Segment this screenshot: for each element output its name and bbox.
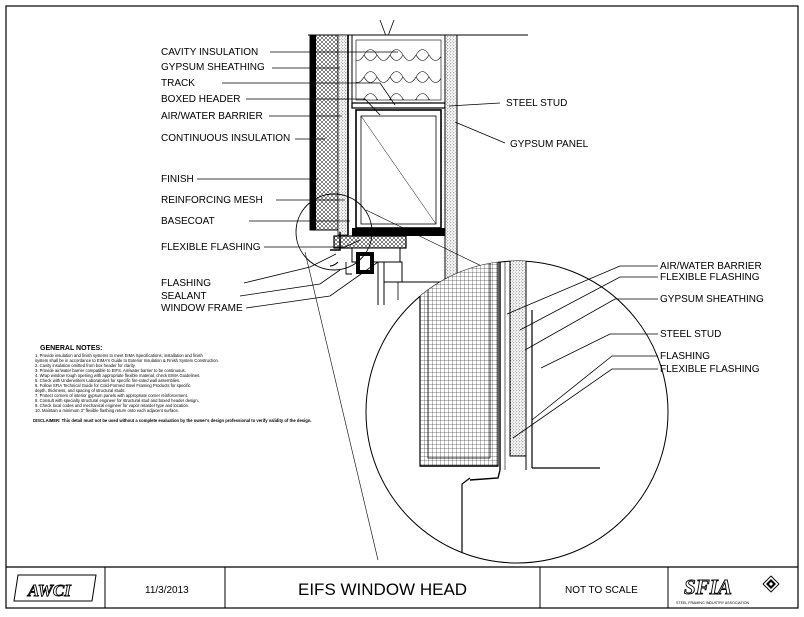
sfia-logo: SFIA STEEL FRAMING INDUSTRY ASSOCIATION — [676, 575, 780, 605]
leaders-top — [197, 51, 506, 309]
enlarged-detail — [365, 260, 669, 564]
note-line: 7. Protect corners of interior gypsum pa… — [35, 393, 188, 398]
callout-gypsum-panel: GYPSUM PANEL — [510, 139, 589, 150]
detail-callout-flashing: FLASHING — [660, 351, 710, 362]
general-notes: GENERAL NOTES: 1. Provide insulation and… — [33, 345, 312, 423]
callout-finish: FINISH — [161, 174, 194, 185]
note-line: 1. Provide insulation and finish systems… — [35, 353, 203, 358]
callout-gypsum-sheathing: GYPSUM SHEATHING — [161, 62, 265, 73]
detail-callout-flexible-flashing-1: FLEXIBLE FLASHING — [660, 272, 760, 283]
note-line: system shall be in accordance to EIMA's … — [35, 358, 219, 363]
callout-flashing: FLASHING — [161, 278, 211, 289]
callout-boxed-header: BOXED HEADER — [161, 94, 240, 105]
note-line: 3. Provide air/water barrier compatible … — [35, 368, 186, 373]
note-line: 6. Follow SFIA Technical Guide for Cold-… — [35, 383, 191, 388]
awci-logo: AWCI — [13, 574, 97, 602]
notes-title: GENERAL NOTES: — [40, 345, 103, 352]
drawing-date: 11/3/2013 — [145, 585, 189, 596]
sheet-border — [5, 5, 799, 609]
drawing-title: EIFS WINDOW HEAD — [298, 580, 467, 599]
sfia-emblem-icon — [762, 575, 780, 593]
note-line: 4. Wrap window rough opening with approp… — [35, 373, 200, 378]
callout-continuous-insulation: CONTINUOUS INSULATION — [161, 133, 290, 144]
detail-reference-circle — [295, 193, 373, 271]
top-callouts: CAVITY INSULATION GYPSUM SHEATHING TRACK… — [161, 47, 589, 314]
note-line: 5. Check with Underwriters Laboratories … — [35, 378, 180, 383]
callout-cavity-insulation: CAVITY INSULATION — [161, 47, 258, 58]
callout-sealant: SEALANT — [161, 291, 207, 302]
note-line: 2. Cavity insulation omitted from box he… — [35, 363, 136, 368]
callout-basecoat: BASECOAT — [161, 216, 215, 227]
callout-reinforcing-mesh: REINFORCING MESH — [161, 195, 263, 206]
svg-text:AWCI: AWCI — [27, 581, 72, 600]
callout-window-frame: WINDOW FRAME — [161, 303, 243, 314]
drawing-scale: NOT TO SCALE — [565, 585, 638, 596]
note-line: 8. Consult with specialty structural eng… — [35, 398, 199, 403]
title-block: AWCI 11/3/2013 EIFS WINDOW HEAD NOT TO S… — [6, 566, 798, 608]
svg-text:SFIA: SFIA — [684, 575, 732, 599]
detail-callout-gypsum-sheathing: GYPSUM SHEATHING — [660, 294, 764, 305]
callout-steel-stud: STEEL STUD — [506, 98, 567, 109]
disclaimer: DISCLAIMER: This detail must not be used… — [33, 418, 312, 423]
detail-callout-flexible-flashing-2: FLEXIBLE FLASHING — [660, 364, 760, 375]
note-line: 10. Maintain a minimum 3" flexible flash… — [35, 408, 179, 413]
leaders-detail — [506, 265, 658, 439]
note-line: 9. Check local codes and mechanical engi… — [35, 403, 189, 408]
callout-air-water-barrier: AIR/WATER BARRIER — [161, 111, 263, 122]
detail-callout-air-water-barrier: AIR/WATER BARRIER — [660, 261, 762, 272]
detail-callouts: AIR/WATER BARRIER FLEXIBLE FLASHING GYPS… — [660, 261, 764, 375]
callout-track: TRACK — [161, 78, 195, 89]
note-line: depth, thickness, and spacing of structu… — [35, 388, 126, 393]
wall-section — [295, 19, 635, 561]
callout-flexible-flashing: FLEXIBLE FLASHING — [161, 242, 261, 253]
svg-text:STEEL FRAMING INDUSTRY ASSOCIA: STEEL FRAMING INDUSTRY ASSOCIATION — [676, 601, 750, 605]
detail-callout-steel-stud: STEEL STUD — [660, 329, 721, 340]
